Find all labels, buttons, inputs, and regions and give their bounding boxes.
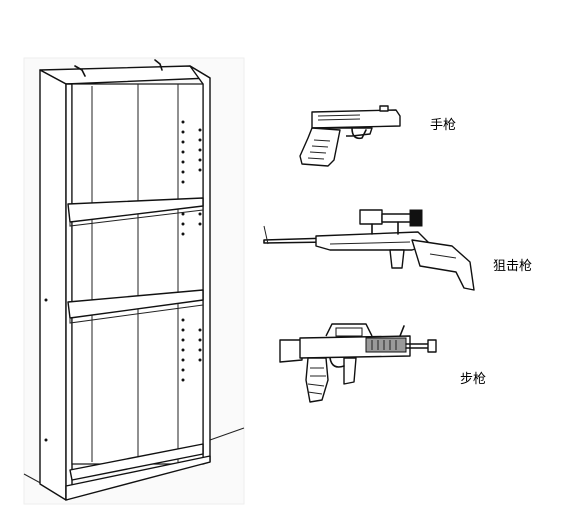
pistol-sight — [379, 105, 389, 112]
pistol-slide-grooves — [317, 114, 361, 121]
rifle-muzzle — [427, 339, 437, 353]
rifle-front-sight — [399, 325, 405, 337]
sniper-scope-rear — [409, 209, 423, 227]
rifle-magazine — [305, 357, 329, 403]
rifle-magazine-ribs — [307, 367, 326, 395]
shelf-edge-2 — [69, 304, 204, 324]
rifle-trigger-guard — [329, 357, 345, 368]
label-pistol: 手枪 — [430, 118, 457, 133]
label-assault-rifle: 步枪 — [460, 372, 487, 387]
sniper-scope-tube — [381, 213, 413, 223]
front-left-stile — [65, 83, 73, 501]
sniper-magazine — [389, 249, 405, 269]
shelf-left-side — [39, 69, 67, 501]
shelf-edge-1 — [69, 209, 204, 227]
shelf-plinth — [65, 455, 211, 501]
sniper-scope-front — [359, 209, 383, 225]
sniper-scope-mounts — [371, 221, 399, 235]
sniper-rifle-illustration — [263, 209, 475, 291]
sniper-stock-line — [429, 253, 457, 259]
pistol-trigger-guard — [351, 127, 367, 140]
rifle-handguard-vents — [371, 340, 397, 350]
shelf-board-bottom — [69, 443, 204, 481]
assault-rifle-illustration — [279, 323, 437, 403]
pistol-illustration — [299, 105, 401, 167]
shelf-pin-holes — [44, 120, 202, 442]
rifle-handle-gap — [335, 327, 363, 337]
sniper-receiver — [315, 231, 431, 251]
shelf-board-1 — [67, 197, 204, 223]
bookshelf-illustration — [23, 57, 245, 505]
back-panel-seams — [91, 84, 179, 462]
shelf-board-2 — [67, 289, 204, 319]
sniper-muzzle-marker — [263, 225, 269, 245]
sniper-receiver-line — [329, 241, 411, 245]
sniper-stock — [411, 239, 475, 291]
pistol-grip-texture — [307, 139, 331, 160]
label-sniper-rifle: 狙击枪 — [493, 259, 533, 274]
rifle-pistol-grip — [343, 357, 357, 385]
rifle-buttstock — [279, 339, 303, 363]
top-brackets — [74, 59, 163, 77]
